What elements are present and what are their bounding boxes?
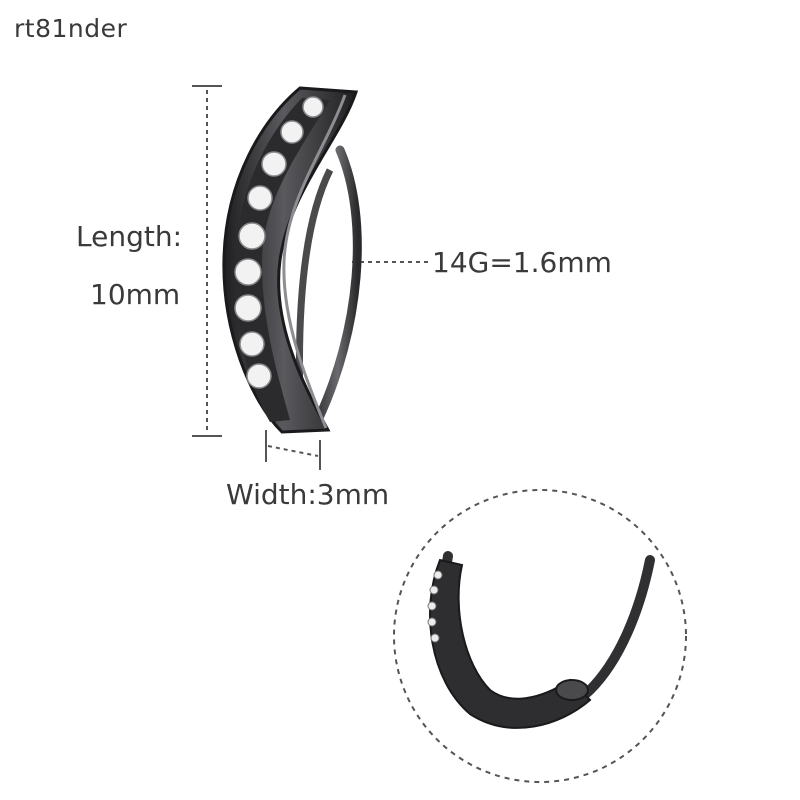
gem: [246, 363, 272, 389]
watermark-text: rt81nder: [14, 14, 128, 43]
gem: [429, 585, 439, 595]
gem-row-open: [427, 570, 443, 643]
hinge: [555, 679, 589, 701]
gem: [427, 617, 437, 627]
gem: [280, 120, 304, 144]
belly-ring-front-view: [222, 86, 362, 434]
belly-ring-open-view: [427, 551, 655, 729]
length-dimension-line: [192, 85, 222, 437]
gem: [239, 331, 265, 357]
gauge-label: 14G=1.6mm: [432, 246, 612, 279]
gem: [234, 258, 262, 286]
gem: [302, 96, 324, 118]
length-value: 10mm: [90, 278, 181, 311]
width-label: Width:3mm: [226, 478, 390, 511]
gem: [430, 633, 440, 643]
gem: [427, 601, 437, 611]
gem: [261, 151, 287, 177]
gem: [234, 294, 262, 322]
inset-circle: [393, 489, 687, 783]
gem-row: [234, 96, 324, 389]
gem: [247, 185, 273, 211]
length-label: Length:: [76, 220, 183, 253]
width-dimension-line: [265, 430, 321, 470]
gem: [433, 570, 443, 580]
gem: [238, 222, 266, 250]
